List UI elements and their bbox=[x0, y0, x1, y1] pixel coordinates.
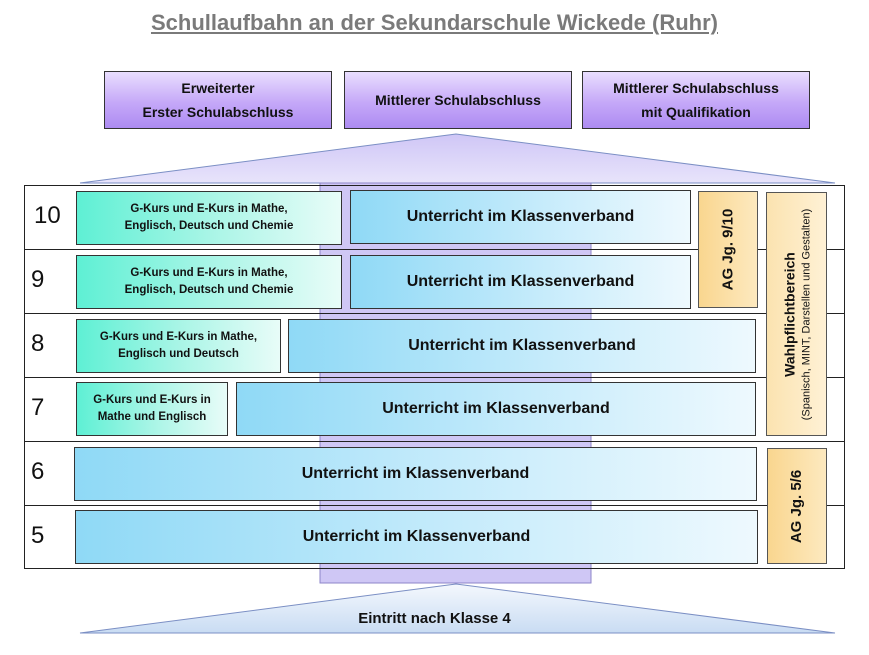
goal-mittlerer-schulabschluss-qualifikation: Mittlerer Schulabschluss mit Qualifikati… bbox=[582, 71, 810, 129]
kurs-box-10: G-Kurs und E-Kurs in Mathe, Englisch, De… bbox=[76, 191, 342, 245]
ag-label-5-6: AG Jg. 5/6 bbox=[788, 469, 806, 543]
goal-mittlerer-schulabschluss: Mittlerer Schulabschluss bbox=[344, 71, 572, 129]
arrow-head-bottom bbox=[79, 583, 836, 634]
kurs-box-9: G-Kurs und E-Kurs in Mathe, Englisch, De… bbox=[76, 255, 342, 309]
row-grade-7 bbox=[24, 377, 845, 441]
grade-label-9: 9 bbox=[31, 266, 45, 293]
klassenverband-6: Unterricht im Klassenverband bbox=[74, 447, 757, 501]
row-grade-8 bbox=[24, 313, 845, 377]
grade-label-10: 10 bbox=[34, 202, 61, 229]
kurs-box-7: G-Kurs und E-Kurs in Mathe und Englisch bbox=[76, 382, 228, 436]
wahlpflicht-subtitle: (Spanisch, MINT, Darstellen und Gestalte… bbox=[800, 208, 813, 420]
ag-box-5-6: AG Jg. 5/6 bbox=[767, 448, 827, 564]
wahlpflicht-box: Wahlpflichtbereich (Spanisch, MINT, Dars… bbox=[766, 192, 827, 436]
entry-label: Eintritt nach Klasse 4 bbox=[358, 610, 511, 627]
klassenverband-8: Unterricht im Klassenverband bbox=[288, 319, 756, 373]
klassenverband-7: Unterricht im Klassenverband bbox=[236, 382, 756, 436]
klassenverband-10: Unterricht im Klassenverband bbox=[350, 190, 691, 244]
ag-box-9-10: AG Jg. 9/10 bbox=[698, 191, 758, 308]
ag-label-9-10: AG Jg. 9/10 bbox=[719, 208, 737, 291]
goal-erweiterter-erster-schulabschluss: Erweiterter Erster Schulabschluss bbox=[104, 71, 332, 129]
wahlpflicht-title: Wahlpflichtbereich bbox=[781, 251, 798, 377]
grade-label-8: 8 bbox=[31, 330, 45, 357]
arrow-head-top bbox=[79, 133, 836, 184]
grade-label-5: 5 bbox=[31, 522, 45, 549]
grade-label-7: 7 bbox=[31, 394, 45, 421]
klassenverband-5: Unterricht im Klassenverband bbox=[75, 510, 758, 564]
kurs-box-8: G-Kurs und E-Kurs in Mathe, Englisch und… bbox=[76, 319, 281, 373]
row-grade-6 bbox=[24, 441, 845, 505]
row-grade-9 bbox=[24, 249, 845, 313]
page-title: Schullaufbahn an der Sekundarschule Wick… bbox=[150, 10, 719, 35]
grade-label-6: 6 bbox=[31, 458, 45, 485]
row-grade-5 bbox=[24, 505, 845, 569]
row-grade-10 bbox=[24, 185, 845, 249]
klassenverband-9: Unterricht im Klassenverband bbox=[350, 255, 691, 309]
